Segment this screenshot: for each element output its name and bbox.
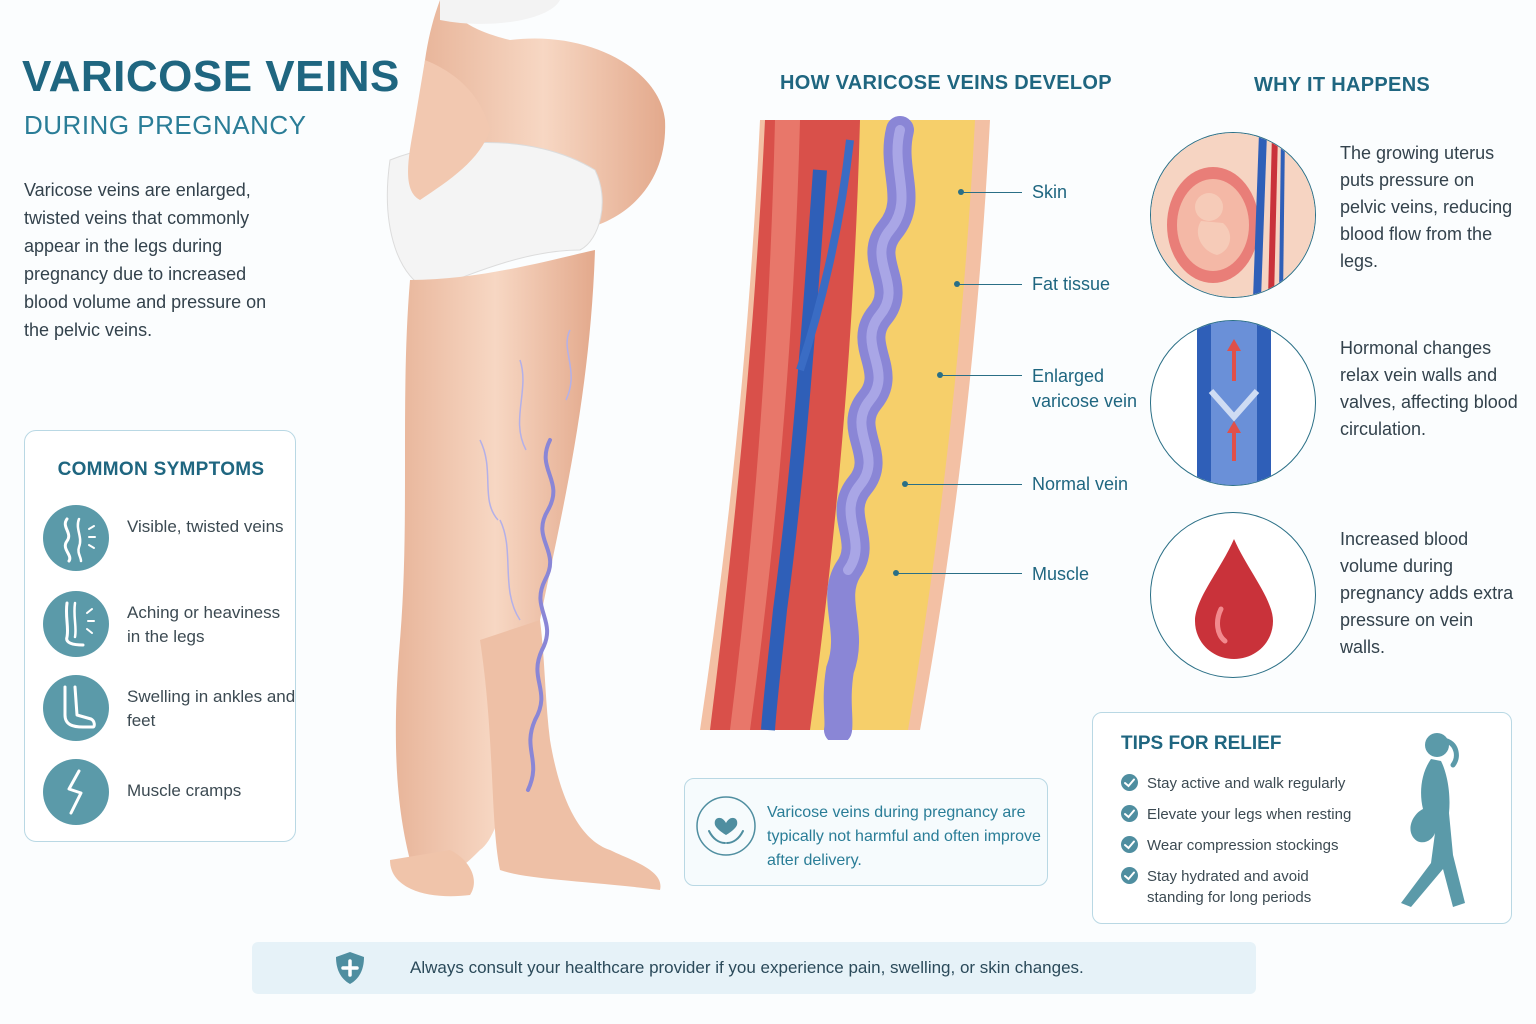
why-text-uterus: The growing uterus puts pressure on pelv… — [1340, 143, 1513, 271]
page-title: VARICOSE VEINS — [22, 52, 400, 101]
consult-text: Always consult your healthcare provider … — [410, 958, 1084, 977]
check-icon — [1121, 805, 1138, 822]
symptom-label: Swelling in ankles and feet — [127, 687, 296, 730]
leader-dot — [937, 372, 943, 378]
cramp-lightning-icon — [43, 759, 109, 825]
walking-pregnant-woman-icon — [1401, 733, 1465, 907]
tip-text: Elevate your legs when resting — [1147, 806, 1352, 823]
reassurance-note: Varicose veins during pregnancy are typi… — [684, 778, 1048, 886]
check-icon — [1121, 774, 1138, 791]
leader-dot — [893, 570, 899, 576]
pregnant-leg-illustration — [386, 0, 666, 897]
symptom-item: Aching or heaviness in the legs — [43, 591, 293, 661]
intro-paragraph: Varicose veins are enlarged, twisted vei… — [24, 180, 267, 340]
consult-banner: Always consult your healthcare provider … — [252, 942, 1256, 994]
leader-dot — [958, 189, 964, 195]
leader-line — [958, 284, 1022, 285]
symptom-label: Visible, twisted veins — [127, 517, 284, 536]
label-fat-tissue: Fat tissue — [1032, 274, 1111, 294]
leader-dot — [954, 281, 960, 287]
page-subtitle: DURING PREGNANCY — [24, 110, 307, 140]
twisted-veins-icon — [43, 505, 109, 571]
why-title: WHY IT HAPPENS — [1254, 74, 1431, 96]
check-icon — [1121, 836, 1138, 853]
label-muscle: Muscle — [1032, 564, 1090, 584]
aching-leg-icon — [43, 591, 109, 657]
leader-line — [897, 573, 1022, 574]
symptoms-title: COMMON SYMPTOMS — [57, 459, 265, 480]
tips-card: TIPS FOR RELIEF Stay active and walk reg… — [1092, 712, 1512, 924]
tip-text: Stay hydrated and avoid standing for lon… — [1147, 868, 1312, 906]
tip-text: Wear compression stockings — [1147, 837, 1339, 854]
uterus-pressure-icon — [1150, 132, 1316, 298]
note-text: Varicose veins during pregnancy are typi… — [767, 804, 1041, 869]
blood-drop-icon — [1150, 512, 1316, 678]
vein-cross-section-illustration — [700, 116, 990, 740]
heart-hands-icon — [696, 796, 756, 856]
symptoms-card: COMMON SYMPTOMS Visible, twisted veins A… — [24, 430, 296, 842]
leader-line — [962, 192, 1022, 193]
tips-title: TIPS FOR RELIEF — [1121, 733, 1282, 754]
symptom-label: Muscle cramps — [127, 781, 242, 800]
shield-plus-icon — [336, 952, 364, 984]
symptom-item: Swelling in ankles and feet — [43, 675, 295, 745]
symptom-label: Aching or heaviness in the legs — [127, 603, 281, 646]
why-text-hormones: Hormonal changes relax vein walls and va… — [1340, 338, 1518, 439]
swollen-foot-icon — [43, 675, 109, 741]
vein-valve-icon — [1150, 320, 1316, 486]
leader-line — [906, 484, 1022, 485]
tip-text: Stay active and walk regularly — [1147, 775, 1346, 792]
diagram-title: HOW VARICOSE VEINS DEVELOP — [780, 72, 1112, 94]
check-icon — [1121, 867, 1138, 884]
leader-dot — [902, 481, 908, 487]
symptom-item: Visible, twisted veins — [43, 505, 293, 575]
label-normal-vein: Normal vein — [1032, 474, 1129, 494]
why-text-blood-volume: Increased blood volume during pregnancy … — [1340, 529, 1514, 657]
symptom-item: Muscle cramps — [43, 759, 293, 829]
label-skin: Skin — [1032, 182, 1068, 202]
leader-line — [941, 375, 1022, 376]
label-enlarged-vein: Enlarged varicose vein — [1032, 366, 1138, 411]
